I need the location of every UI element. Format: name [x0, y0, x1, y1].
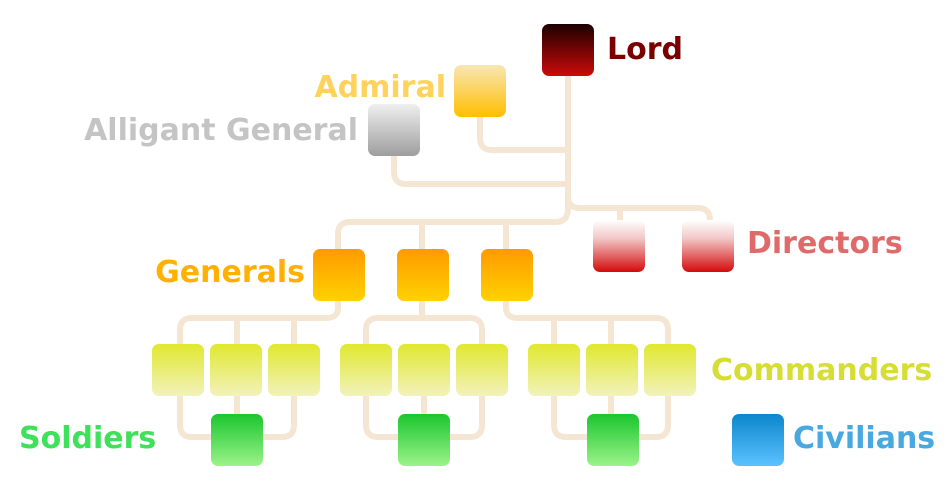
soldier-node — [587, 414, 639, 466]
director-node — [682, 220, 734, 272]
commander-node — [644, 344, 696, 396]
director-node — [593, 220, 645, 272]
general-node — [481, 249, 533, 301]
commander-node — [456, 344, 508, 396]
commander-node — [268, 344, 320, 396]
general-node — [397, 249, 449, 301]
commander-node — [340, 344, 392, 396]
commander-node — [152, 344, 204, 396]
lord-node — [542, 24, 594, 76]
commander-node — [398, 344, 450, 396]
soldiers-label: Soldiers — [19, 421, 157, 456]
soldier-node — [398, 414, 450, 466]
alligant-general-label: Alligant General — [84, 113, 358, 148]
commander-node — [586, 344, 638, 396]
admiral-label: Admiral — [314, 70, 446, 105]
alligant-general-node — [368, 104, 420, 156]
civilians-label: Civilians — [793, 421, 936, 456]
commander-node — [210, 344, 262, 396]
general-node — [313, 249, 365, 301]
admiral-node — [454, 65, 506, 117]
commanders-label: Commanders — [711, 353, 933, 388]
lord-label: Lord — [607, 32, 683, 67]
directors-label: Directors — [747, 226, 903, 261]
civilian-node — [732, 414, 784, 466]
commander-node — [528, 344, 580, 396]
generals-label: Generals — [155, 255, 305, 290]
soldier-node — [211, 414, 263, 466]
